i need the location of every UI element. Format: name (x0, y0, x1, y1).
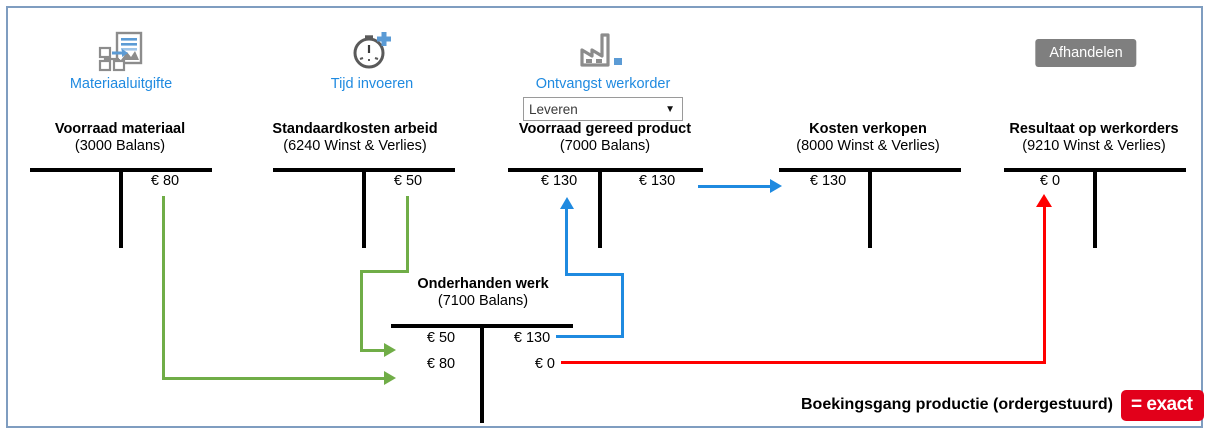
amount-credit: € 0 (534, 356, 555, 372)
amount-credit: € 50 (393, 173, 423, 189)
account-resultaat-op-werkorders: Resultaat op werkorders (9210 Winst & Ve… (964, 121, 1209, 155)
flow-gereed-kosten-horizontal (698, 185, 773, 188)
account-subtitle: (9210 Winst & Verlies) (1022, 137, 1166, 154)
action-label-tijd-invoeren: Tijd invoeren (330, 76, 414, 92)
account-title: Voorraad gereed product (518, 121, 692, 137)
account-title: Resultaat op werkorders (1009, 121, 1179, 137)
flow-ohw-gereed-arrowhead (560, 197, 574, 209)
account-subtitle: (7000 Balans) (559, 137, 651, 154)
amount-debit: € 130 (809, 173, 847, 189)
t-stem (598, 168, 602, 248)
flow-ohw-gereed-horizontal-a (556, 335, 624, 338)
account-title: Voorraad materiaal (54, 121, 186, 137)
flow-materiaal-horizontal (162, 377, 384, 380)
diagram-frame: Materiaaluitgifte Tijd invoeren Ontvangs… (5, 6, 1205, 428)
flow-ohw-gereed-vertical-a (621, 273, 624, 338)
flow-materiaal-arrowhead (384, 371, 396, 385)
flow-resultaat-vertical (1043, 206, 1046, 363)
chevron-down-icon: ▼ (665, 103, 675, 115)
t-stem (362, 168, 366, 248)
leveren-dropdown[interactable]: Leveren ▼ (523, 97, 683, 121)
flow-resultaat-arrowhead (1036, 194, 1052, 207)
flow-gereed-kosten-arrowhead (770, 179, 782, 193)
amount-debit: € 0 (1039, 173, 1061, 189)
t-bar (508, 168, 703, 172)
flow-arbeid-horizontal-a (360, 270, 409, 273)
account-onderhanden-werk: Onderhanden werk (7100 Balans) (358, 276, 608, 310)
stopwatch-plus-icon (344, 26, 400, 74)
account-subtitle: (3000 Balans) (74, 137, 166, 154)
account-standaardkosten-arbeid: Standaardkosten arbeid (6240 Winst & Ver… (225, 121, 485, 155)
account-voorraad-gereed-product: Voorraad gereed product (7000 Balans) (470, 121, 740, 155)
flow-arbeid-horizontal-b (360, 349, 384, 352)
flow-arbeid-vertical-a (406, 196, 409, 272)
exact-logo: = exact (1121, 390, 1205, 421)
account-title: Kosten verkopen (809, 121, 927, 137)
account-title: Standaardkosten arbeid (272, 121, 438, 137)
flow-ohw-gereed-vertical-b (565, 208, 568, 274)
t-stem (119, 168, 123, 248)
amount-credit: € 130 (638, 173, 676, 189)
amount-debit: € 50 (426, 330, 456, 346)
amount-credit: € 80 (150, 173, 180, 189)
material-issue-icon (93, 28, 149, 76)
flow-arbeid-arrowhead (384, 343, 396, 357)
leveren-dropdown-value: Leveren (529, 101, 578, 117)
flow-ohw-gereed-horizontal-b (565, 273, 624, 276)
t-stem (868, 168, 872, 248)
flow-resultaat-horizontal (561, 361, 1046, 364)
account-subtitle: (7100 Balans) (437, 292, 529, 309)
amount-credit: € 130 (513, 330, 551, 346)
afhandelen-button[interactable]: Afhandelen (1035, 39, 1137, 67)
account-kosten-verkopen: Kosten verkopen (8000 Winst & Verlies) (738, 121, 998, 155)
diagram-caption: Boekingsgang productie (ordergestuurd) (800, 396, 1113, 413)
factory-icon (575, 26, 631, 74)
amount-debit: € 130 (540, 173, 578, 189)
action-label-materiaaluitgifte: Materiaaluitgifte (69, 76, 173, 92)
flow-arbeid-vertical-b (360, 270, 363, 351)
account-subtitle: (8000 Winst & Verlies) (796, 137, 940, 154)
account-title: Onderhanden werk (417, 276, 549, 292)
t-stem (480, 324, 484, 423)
account-voorraad-materiaal: Voorraad materiaal (3000 Balans) (5, 121, 235, 155)
action-label-ontvangst-werkorder: Ontvangst werkorder (535, 76, 671, 92)
flow-materiaal-vertical (162, 196, 165, 379)
account-subtitle: (6240 Winst & Verlies) (283, 137, 427, 154)
amount-debit: € 80 (426, 356, 456, 372)
t-stem (1093, 168, 1097, 248)
